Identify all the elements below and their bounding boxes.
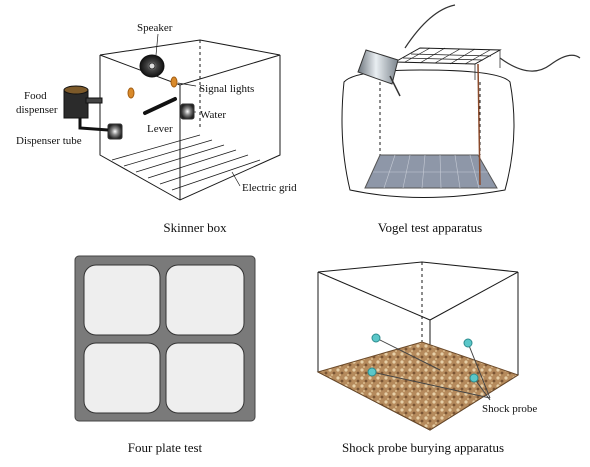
water-label: Water bbox=[200, 109, 226, 121]
electric-grid-label: Electric grid bbox=[242, 182, 297, 194]
plate bbox=[83, 342, 161, 414]
food-dispenser-label: Food bbox=[24, 90, 47, 102]
speaker-label: Speaker bbox=[137, 22, 173, 34]
vogel-cable bbox=[404, 4, 456, 49]
plate bbox=[165, 264, 245, 336]
shock-probe-tip bbox=[371, 333, 381, 343]
speaker-icon bbox=[139, 54, 165, 78]
signal-light bbox=[170, 76, 178, 88]
vogel-cage bbox=[341, 69, 515, 198]
shock-probe-panel bbox=[316, 261, 520, 431]
drinking-bottle-icon bbox=[357, 49, 401, 97]
caption-vogel: Vogel test apparatus bbox=[378, 220, 482, 235]
skinner-box-panel bbox=[63, 33, 281, 201]
four-plate-panel bbox=[74, 255, 256, 422]
food-dispenser-label: dispenser bbox=[16, 104, 58, 116]
caption-four-plate: Four plate test bbox=[128, 440, 203, 455]
shock-probe-tip bbox=[367, 367, 377, 377]
shock-probe-tip bbox=[469, 373, 479, 383]
dispenser-port bbox=[107, 123, 123, 140]
plate bbox=[83, 264, 161, 336]
caption-shock-probe: Shock probe burying apparatus bbox=[342, 440, 504, 455]
dispenser-tube bbox=[78, 118, 109, 132]
vogel-apparatus-panel bbox=[341, 4, 581, 198]
lever-label: Lever bbox=[147, 123, 173, 135]
signal-lights-label: Signal lights bbox=[199, 83, 254, 95]
caption-skinner-box: Skinner box bbox=[163, 220, 227, 235]
food-dispenser-icon bbox=[63, 85, 103, 119]
shock-probe-tip bbox=[463, 338, 473, 348]
vogel-electrode bbox=[477, 63, 481, 186]
water-bottle-icon bbox=[180, 103, 195, 120]
signal-light bbox=[127, 87, 135, 99]
plate bbox=[165, 342, 245, 414]
electric-grid-floor bbox=[111, 134, 261, 191]
skinner-box-front-face bbox=[99, 55, 281, 201]
dispenser-tube-label: Dispenser tube bbox=[16, 135, 82, 147]
bedding bbox=[316, 341, 520, 431]
vogel-grid-floor bbox=[364, 154, 498, 189]
lever bbox=[143, 97, 177, 115]
skinner-box-top bbox=[99, 39, 281, 86]
vogel-cable bbox=[499, 54, 581, 72]
shock-probe-label: Shock probe bbox=[482, 403, 537, 415]
